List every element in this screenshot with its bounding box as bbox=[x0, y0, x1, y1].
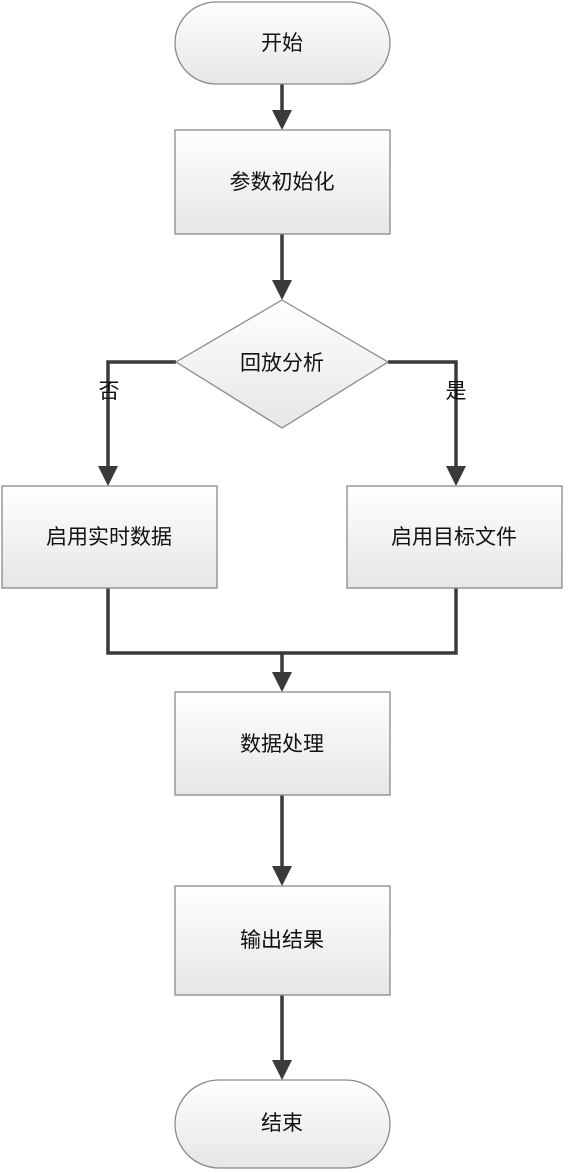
branch-no-label: 否 bbox=[99, 379, 120, 403]
arrowhead-init bbox=[272, 110, 292, 130]
target-file-label: 启用目标文件 bbox=[391, 525, 517, 549]
arrowhead-realtime bbox=[98, 466, 118, 486]
arrowhead-end bbox=[272, 1060, 292, 1080]
output-process-box bbox=[174, 885, 391, 996]
branch-yes-label: 是 bbox=[446, 379, 467, 403]
output-label: 输出结果 bbox=[240, 928, 324, 952]
data-process-box bbox=[174, 691, 391, 796]
connectors bbox=[98, 84, 466, 1080]
connector-decision-no bbox=[106, 360, 176, 468]
init-label: 参数初始化 bbox=[230, 170, 335, 194]
realtime-process-box bbox=[1, 485, 218, 589]
arrowhead-decision bbox=[272, 280, 292, 300]
target-file-process-box bbox=[346, 485, 563, 589]
init-process-box bbox=[174, 129, 391, 235]
end-label: 结束 bbox=[261, 1111, 303, 1135]
data-process-label: 数据处理 bbox=[240, 732, 324, 756]
start-terminal bbox=[174, 1, 391, 85]
decision-diamond bbox=[174, 299, 390, 429]
arrowhead-process bbox=[272, 672, 292, 692]
decision-label: 回放分析 bbox=[240, 351, 324, 375]
end-terminal bbox=[174, 1079, 391, 1169]
connector-decision-yes bbox=[388, 360, 458, 468]
start-label: 开始 bbox=[261, 31, 303, 55]
arrowhead-output bbox=[272, 866, 292, 886]
connector-realtime-merge bbox=[106, 588, 458, 655]
realtime-label: 启用实时数据 bbox=[46, 525, 172, 549]
arrowhead-target-file bbox=[446, 466, 466, 486]
